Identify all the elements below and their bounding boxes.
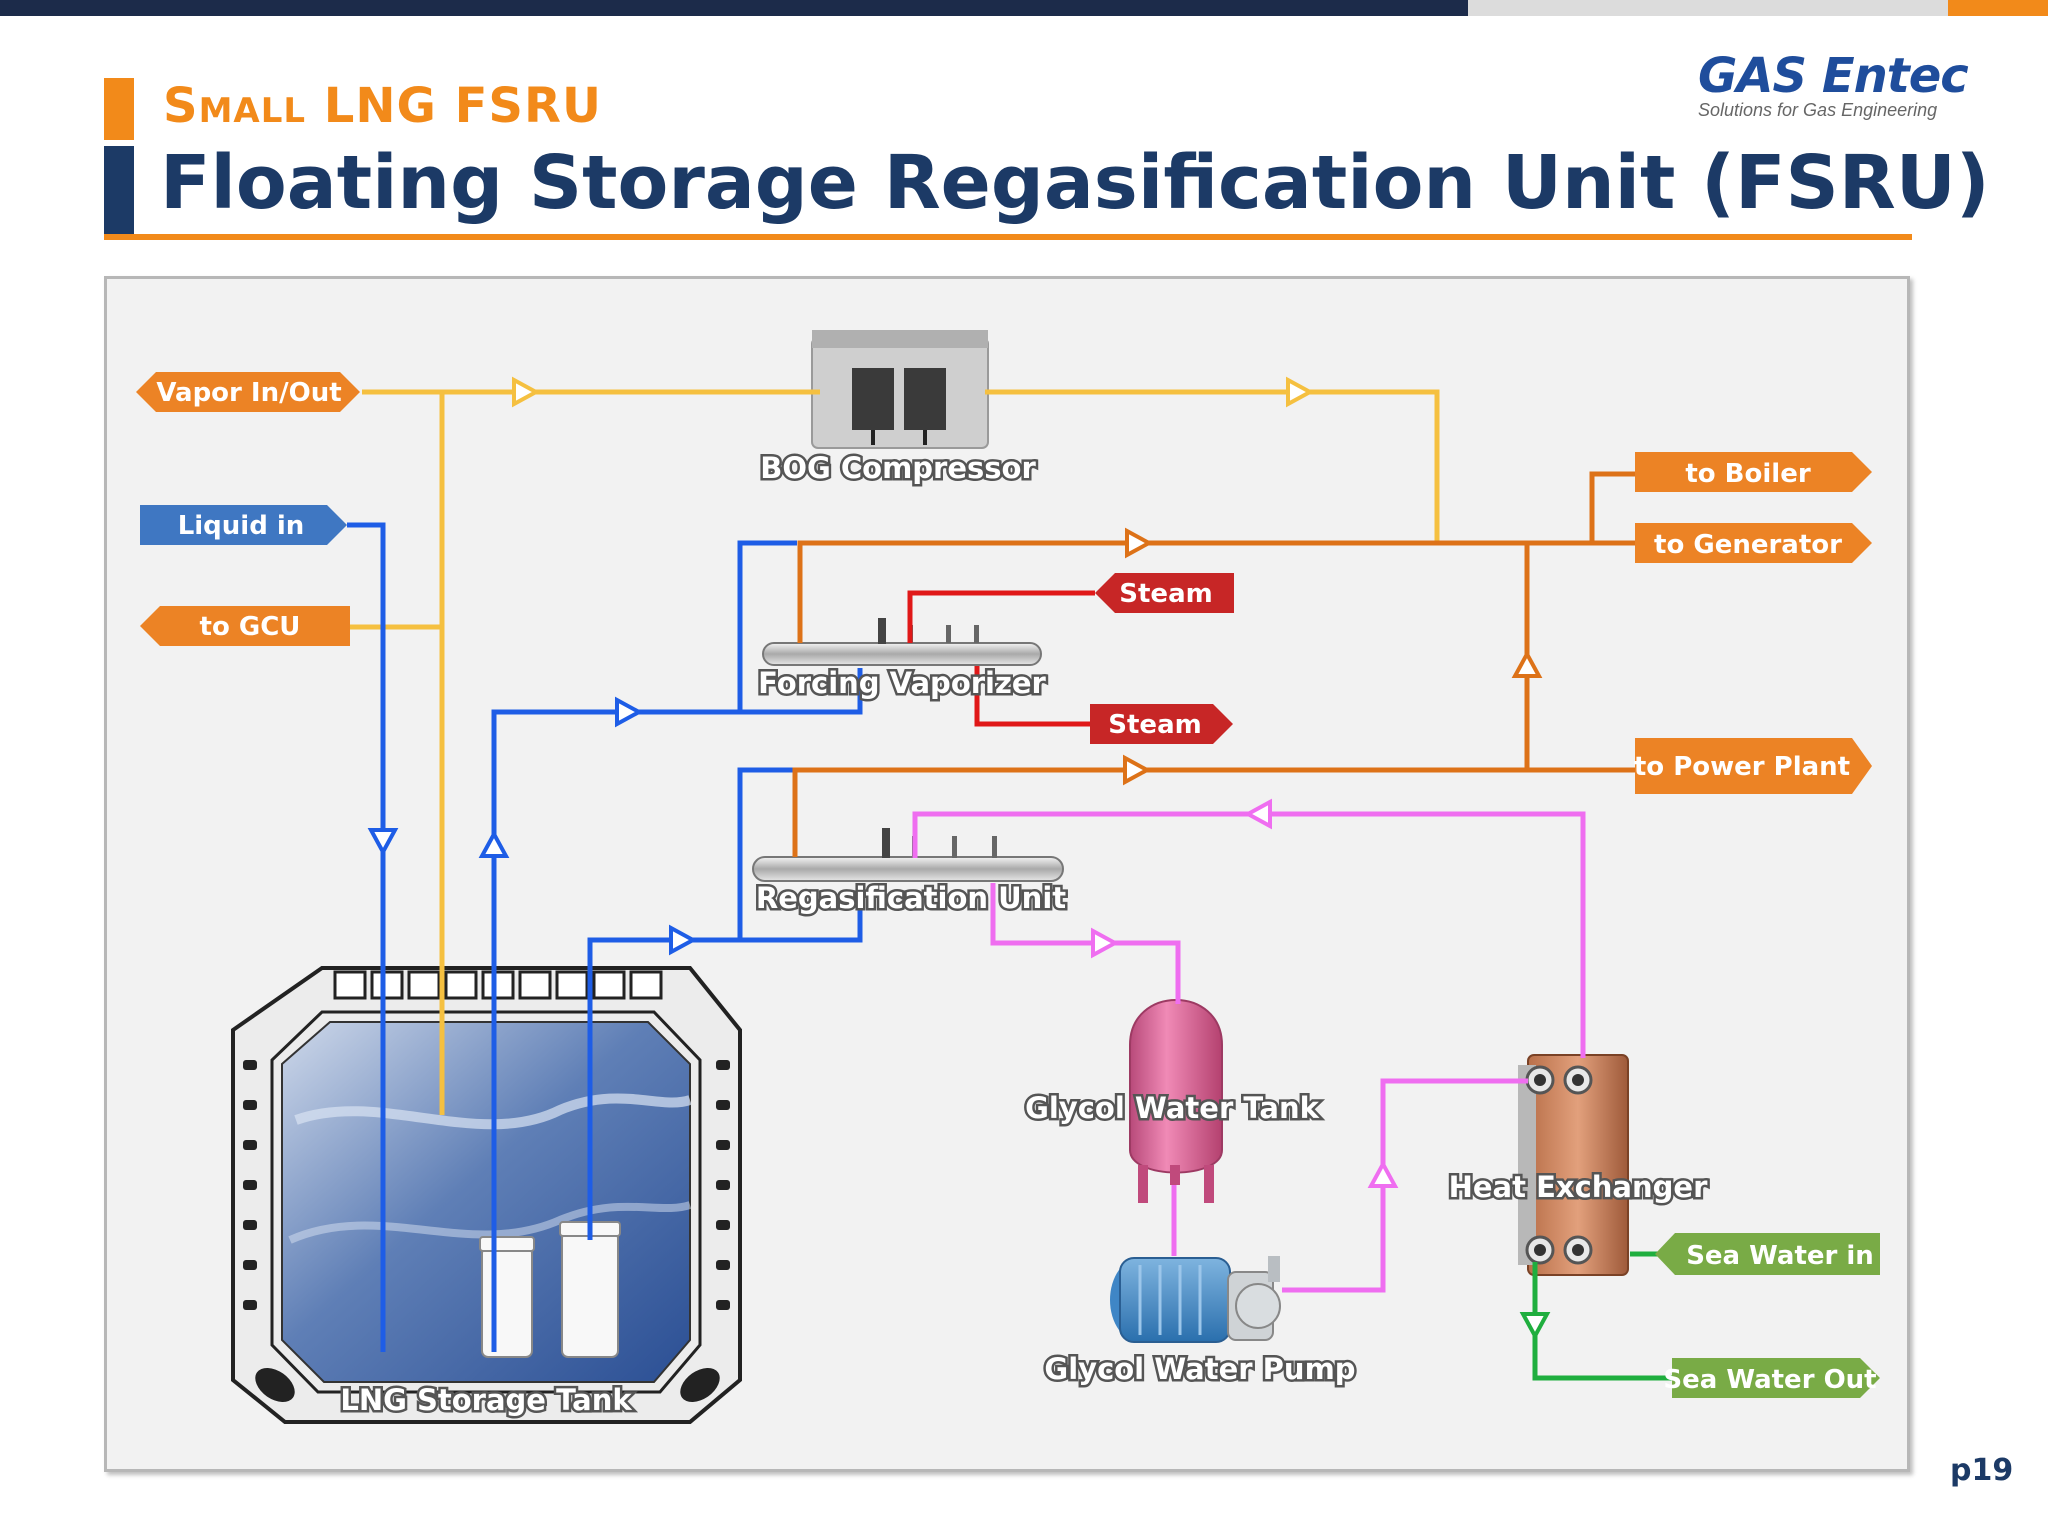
vapor-line-to-gas [985, 389, 1440, 543]
liquid-vaporizer-return [740, 668, 863, 715]
title-underline [104, 234, 1912, 240]
liquid-in-line [347, 522, 386, 1352]
tag-to-boiler: to Boiler [1635, 452, 1872, 492]
flow-arrow-gas-1 [1125, 527, 1154, 559]
glycol-water-pump [1110, 1256, 1281, 1343]
flow-arrow-glycol-left [1243, 798, 1272, 830]
flow-arrow-vapor-1 [512, 376, 541, 408]
tag-liquid-in: Liquid in [140, 505, 347, 545]
slide-title: Floating Storage Regasification Unit (FS… [160, 140, 1990, 226]
tag-sea-water-out-label: Sea Water Out [1663, 1365, 1876, 1395]
liquid-regas-return [740, 883, 863, 943]
title-accent-bar [104, 146, 134, 236]
tag-to-generator: to Generator [1635, 523, 1872, 563]
tag-to-gcu-label: to GCU [200, 612, 301, 642]
flow-arrow-seawater-down [1519, 1312, 1551, 1341]
flow-arrow-vapor-2 [1286, 376, 1315, 408]
label-bog-compressor: BOG Compressor [760, 451, 1036, 485]
tag-steam-in-label: Steam [1119, 579, 1212, 609]
steam-in-line [907, 590, 1095, 643]
top-bar-navy [0, 0, 1468, 16]
tag-sea-water-out: Sea Water Out [1663, 1358, 1880, 1398]
glycol-water-tank [1129, 999, 1223, 1203]
flow-arrow-liquid-vap [615, 696, 644, 728]
flow-arrow-glycol-up [1367, 1159, 1399, 1188]
tag-to-power-plant-label: to Power Plant [1634, 752, 1850, 782]
tag-to-boiler-label: to Boiler [1685, 459, 1810, 489]
flow-arrow-gas-up [1511, 649, 1543, 678]
flow-arrow-liquid-regas [669, 924, 698, 956]
label-lng-storage-tank: LNG Storage Tank [340, 1383, 632, 1417]
top-bar-orange [1948, 0, 2048, 16]
page-number: p19 [1950, 1453, 2014, 1488]
flow-arrow-liquid-down [367, 828, 399, 857]
glycol-return-line [912, 811, 1586, 1058]
gas-line-regas-out [792, 767, 1635, 857]
label-heat-exchanger: Heat Exchanger [1449, 1170, 1708, 1204]
lng-storage-tank [231, 966, 742, 1424]
sea-water-out-line [1532, 1262, 1672, 1381]
flow-arrow-glycol-right [1091, 927, 1120, 959]
steam-out-line [974, 666, 1090, 727]
tag-sea-water-in-label: Sea Water in [1686, 1241, 1874, 1271]
company-logo: GAS Entec Solutions for Gas Engineering [1698, 48, 1988, 121]
bog-compressor [811, 330, 989, 449]
flow-arrow-gas-2 [1123, 754, 1152, 786]
tag-to-gcu: to GCU [140, 606, 350, 646]
tag-steam-in: Steam [1095, 573, 1234, 613]
tag-to-power-plant: to Power Plant [1634, 738, 1872, 794]
flow-arrow-liquid-up [478, 829, 510, 858]
tag-sea-water-in: Sea Water in [1655, 1233, 1880, 1275]
regasification-unit [752, 828, 1064, 882]
gas-line-boiler [1589, 471, 1635, 543]
logo-tagline: Solutions for Gas Engineering [1698, 100, 1938, 120]
logo-wordmark: GAS Entec [1698, 48, 1969, 104]
forcing-vaporizer [762, 618, 1042, 666]
tag-vapor-in-out: Vapor In/Out [136, 372, 360, 412]
slide-subtitle: Small LNG FSRU [163, 78, 602, 134]
label-glycol-water-pump: Glycol Water Pump [1044, 1352, 1355, 1386]
tag-steam-out-label: Steam [1108, 710, 1201, 740]
tag-liquid-in-label: Liquid in [178, 511, 305, 541]
tag-vapor-in-out-label: Vapor In/Out [156, 378, 341, 408]
top-bar-grey [1468, 0, 1948, 16]
label-regasification-unit: Regasification Unit [756, 881, 1066, 915]
label-forcing-vaporizer: Forcing Vaporizer [758, 666, 1046, 700]
subtitle-accent-bar [104, 78, 134, 140]
glycol-to-tank-line [990, 883, 1181, 1004]
gas-line-vaporizer-out [797, 540, 1635, 643]
tag-steam-out: Steam [1090, 704, 1233, 744]
label-glycol-water-tank: Glycol Water Tank [1025, 1091, 1320, 1125]
tag-to-generator-label: to Generator [1654, 530, 1842, 560]
heat-exchanger [1518, 1054, 1629, 1276]
